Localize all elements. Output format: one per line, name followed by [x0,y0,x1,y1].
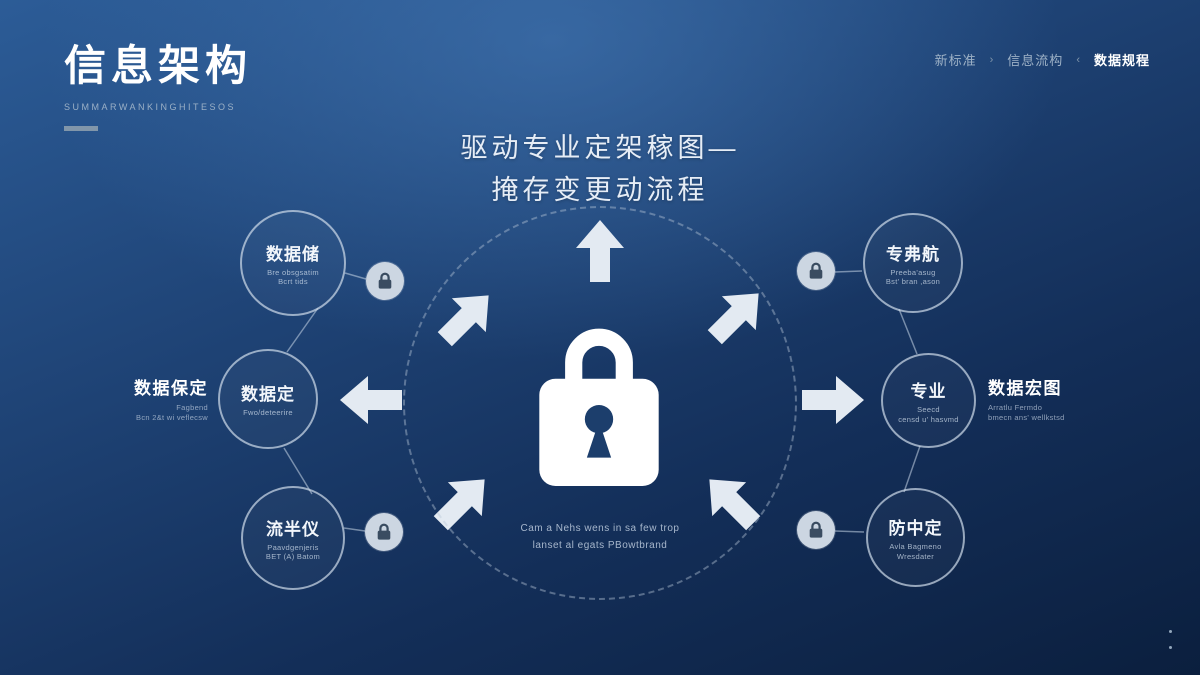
page-subtitle: SUMMARWANKINGHITESOS [64,102,237,112]
title-underline [64,126,98,131]
breadcrumb-nav: 新标准 › 信息流构 ‹ 数据规程 [935,50,1150,69]
page-title: 信息架构 [64,42,253,89]
lock-caption: Cam a Nehs wens in sa few trop lanset al… [520,523,680,551]
node-caption: Seecd censd u' hasvmd [898,405,959,424]
node-left-top: 数据储 Bre obsgsatim Bcrt tids [240,210,346,316]
chevron-right-icon: › [989,53,995,66]
node-label: 数据储 [266,244,320,264]
nav-item-1[interactable]: 新标准 [934,53,977,68]
side-label-title: 数据宏图 [988,379,1062,398]
pagination [1169,630,1172,649]
node-label: 专业 [910,382,947,402]
node-caption: Paavdgenjeris BET (A) Batom [265,542,321,561]
pagination-dot[interactable] [1169,646,1172,649]
pagination-dot[interactable] [1169,630,1172,633]
node-caption: Fwo/deteerire [243,408,293,418]
chevron-left-icon: ‹ [1076,53,1081,66]
heading-line-1: 驱动专业定架稼图— [460,133,740,163]
nav-item-2[interactable]: 信息流构 [1007,53,1064,68]
nav-item-3-active[interactable]: 数据规程 [1093,53,1150,68]
side-label-caption: Fagbend Bcn 2&t wi veflecsw [136,403,208,422]
node-right-bottom: 防中定 Avla Bagmeno Wresdater [866,488,965,587]
small-lock-icon [366,262,404,300]
diagram-heading: 驱动专业定架稼图— 掩存变更动流程 [0,128,1200,212]
node-caption: Bre obsgsatim Bcrt tids [267,267,319,286]
small-lock-icon [365,513,403,551]
lock-icon [537,316,661,488]
node-left-middle: 数据定 Fwo/deteerire [218,349,318,449]
node-right-middle: 专业 Seecd censd u' hasvmd [881,353,976,448]
arrow-left-icon [340,376,402,424]
title-block: 信息架构 SUMMARWANKINGHITESOS [64,32,252,131]
arrow-right-icon [802,376,864,424]
small-lock-icon [797,252,835,290]
small-lock-icon [797,511,835,549]
heading-line-2: 掩存变更动流程 [491,174,709,205]
dashed-circle [403,206,797,600]
side-label-title: 数据保定 [134,379,208,398]
side-label-right: 数据宏图 Arratlu Fermdo bmecn ans' wellkstsd [988,374,1158,423]
side-label-caption: Arratlu Fermdo bmecn ans' wellkstsd [988,403,1065,422]
node-caption: Preeba'asug Bst' bran ,ason [885,267,941,286]
node-right-top: 专弗航 Preeba'asug Bst' bran ,ason [863,213,963,313]
node-caption: Avla Bagmeno Wresdater [889,542,942,561]
node-left-bottom: 流半仪 Paavdgenjeris BET (A) Batom [241,486,345,590]
node-label: 防中定 [888,519,943,539]
node-label: 专弗航 [886,244,940,264]
node-label: 数据定 [241,385,295,405]
node-label: 流半仪 [266,519,320,539]
side-label-left: 数据保定 Fagbend Bcn 2&t wi veflecsw [60,374,208,423]
